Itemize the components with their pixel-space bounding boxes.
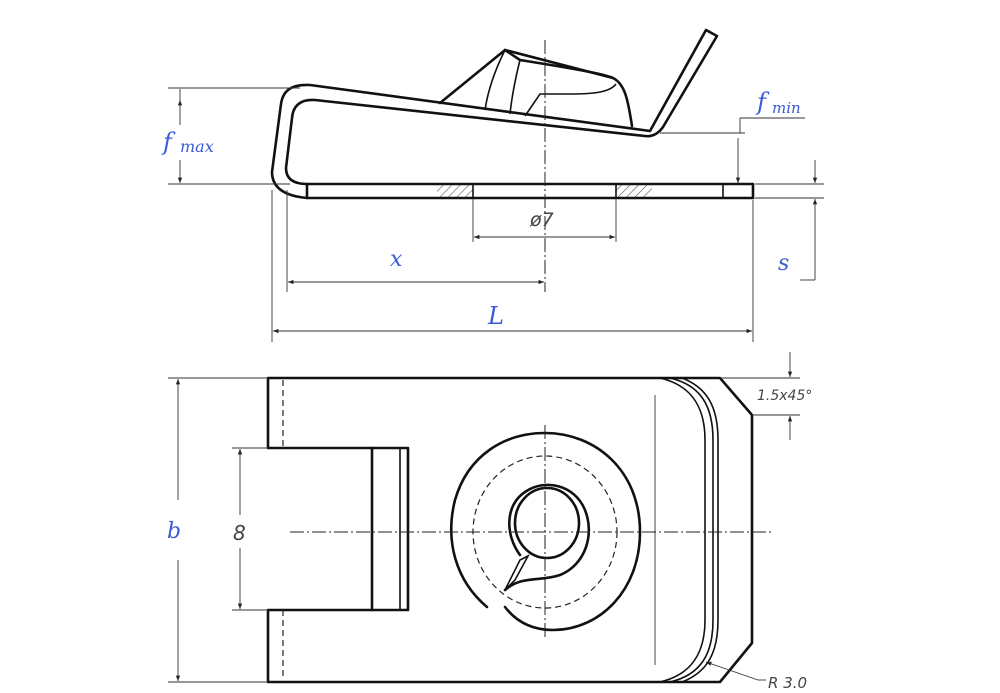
L-label: L [487, 302, 504, 330]
spring-arm-outer [270, 28, 719, 200]
slot-width-label: 8 [233, 521, 246, 545]
min-subscript: min [772, 99, 801, 117]
side-view: f max f min s ø7 [161, 28, 824, 342]
chamfer-label: 1.5x45° [757, 388, 812, 404]
radius-callout: R 3.0 [705, 661, 807, 692]
radius-label: R 3.0 [768, 674, 807, 692]
bend-arc-2 [669, 377, 714, 683]
x-dimension: x [286, 190, 544, 292]
L-dimension: L [271, 190, 754, 342]
bend-arc-1 [659, 377, 706, 683]
f-min-label: f [755, 88, 770, 116]
s-label: s [778, 251, 789, 276]
base-plate [305, 182, 755, 200]
b-label: b [167, 519, 181, 544]
diameter-dimension: ø7 [472, 198, 617, 242]
diameter-label: ø7 [529, 209, 554, 231]
top-view: b 8 1.5x45° R 3.0 [167, 352, 812, 692]
max-subscript: max [180, 137, 214, 156]
b-dimension: b [167, 377, 268, 683]
slot-width-dimension: 8 [232, 447, 268, 611]
s-dimension: s [755, 160, 824, 281]
plate-outline [266, 376, 754, 684]
chamfer-dimension: 1.5x45° [720, 352, 812, 440]
f-max-dimension: f max [161, 87, 300, 185]
hatch-left [437, 185, 473, 197]
nut-boss [438, 48, 634, 128]
f-min-dimension: f min [660, 88, 805, 183]
hatch-right [616, 185, 652, 197]
f-label: f [161, 128, 176, 156]
x-label: x [390, 247, 403, 272]
bend-arc-3 [681, 377, 719, 683]
